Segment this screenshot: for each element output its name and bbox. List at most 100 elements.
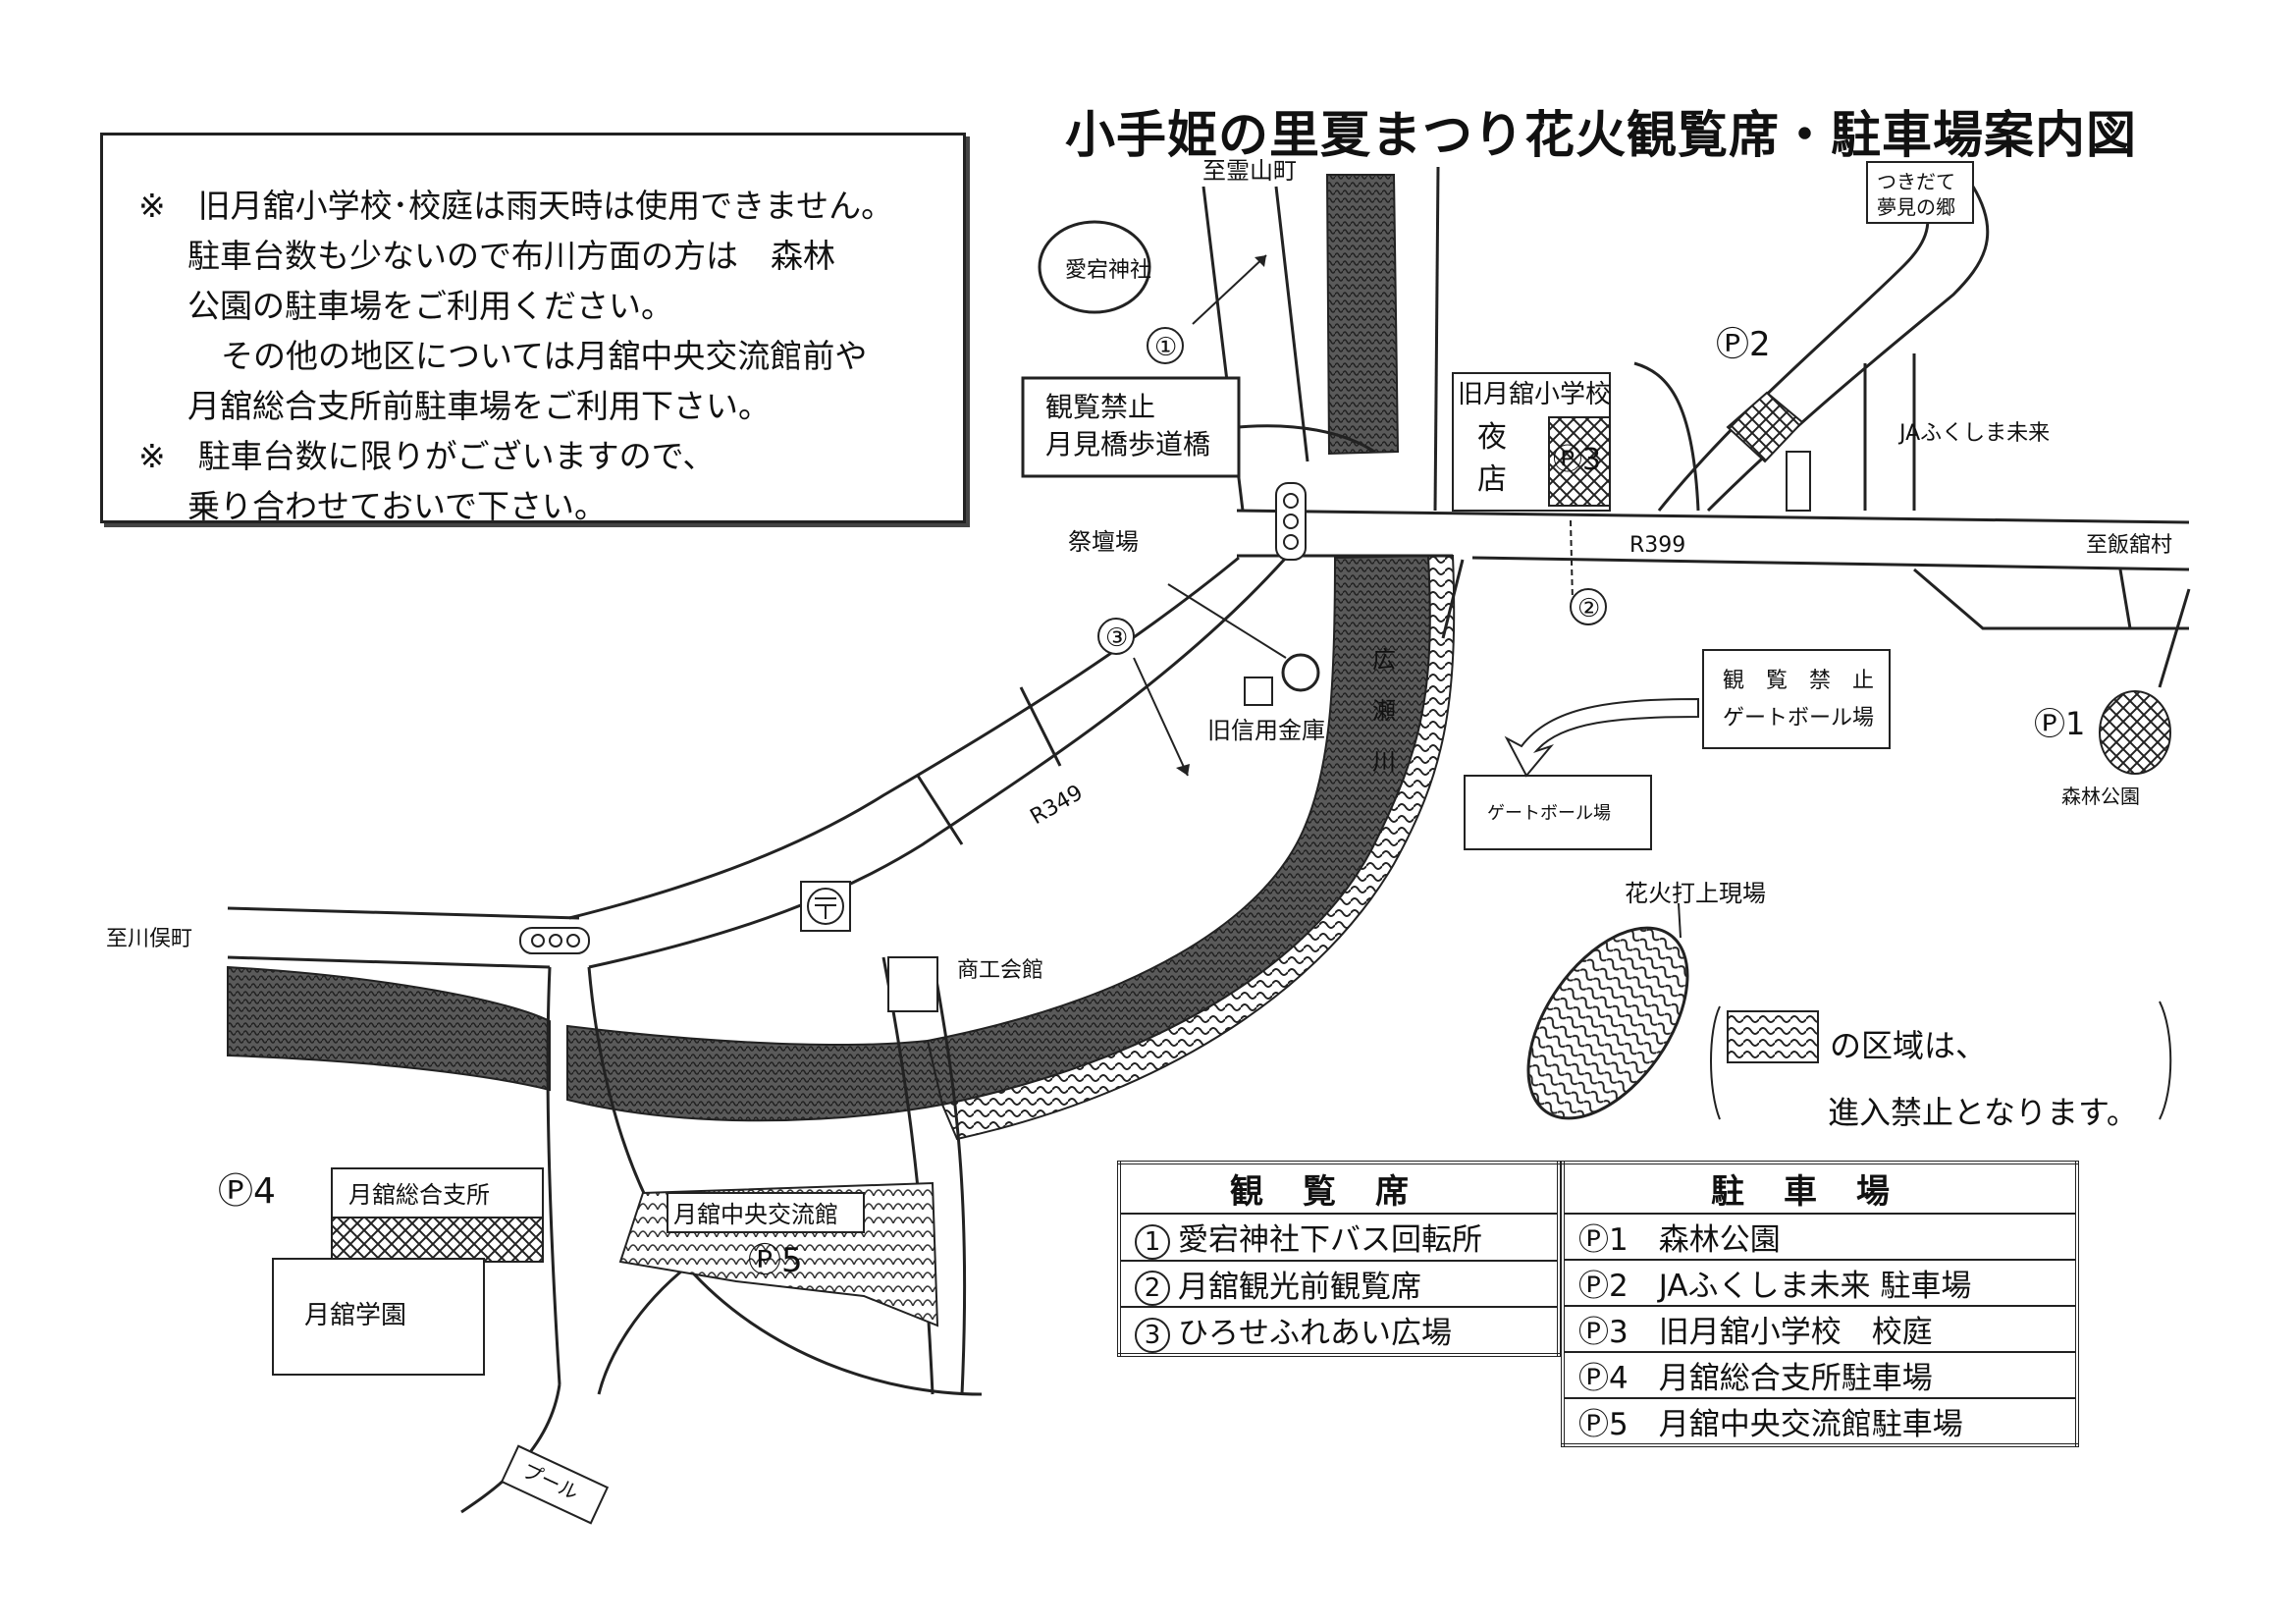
- parking-label-1: 森林公園: [1658, 1222, 1781, 1258]
- legend-text-1: の区域は、: [1830, 1027, 1988, 1064]
- gateball-label: ゲートボール場: [1487, 803, 1611, 824]
- table-row: Ⓟ4 月舘総合支所駐車場: [1562, 1351, 2078, 1399]
- saidanjo-label: 祭壇場: [1068, 528, 1139, 556]
- shoko-kaikan-label: 商工会館: [957, 958, 1043, 983]
- seat-label-2: 月舘観光前観覧席: [1178, 1269, 1421, 1305]
- r349-label: R349: [1027, 781, 1088, 830]
- tsukidate-yume-box: [1866, 161, 1974, 224]
- parking-label-4: 月舘総合支所駐車場: [1658, 1361, 1933, 1396]
- shoko-kaikan-building: [887, 956, 938, 1012]
- atago-shrine-label: 愛宕神社: [1065, 258, 1151, 283]
- r399-label: R399: [1629, 533, 1685, 558]
- seat-num-1: 1: [1135, 1223, 1170, 1260]
- chuo-koryukan-label: 月舘中央交流館: [673, 1201, 838, 1228]
- notice-line-2: 駐車台数も少ないので布川方面の方は 森林: [187, 237, 835, 275]
- seat2-marker: [1570, 588, 1607, 625]
- ja-label: JAふくしま未来: [1897, 421, 2050, 446]
- stalls-label-2: 店: [1477, 462, 1507, 497]
- to-kawamata-label: 至川俣町: [106, 927, 192, 951]
- shinrin-koen-label: 森林公園: [2061, 785, 2140, 808]
- no-view-gateball-label-1: 観 覧 禁 止: [1723, 669, 1874, 693]
- seat3-number: ③: [1105, 623, 1128, 653]
- seat1-marker: [1147, 327, 1184, 364]
- tsukidate-yume-label-1: つきだて: [1877, 170, 1955, 193]
- seats-table-header: 観覧席: [1118, 1162, 1560, 1215]
- table-row: Ⓟ1 森林公園: [1562, 1213, 2078, 1261]
- table-row: Ⓟ2 JAふくしま未来 駐車場: [1562, 1259, 2078, 1307]
- tsukidate-gakuen-building: [272, 1258, 485, 1376]
- seat-label-1: 愛宕神社下バス回転所: [1178, 1222, 1482, 1258]
- river-hirose: [926, 554, 1431, 1107]
- post-office-icon: [800, 881, 851, 932]
- seat1-arrow: [1192, 254, 1267, 325]
- hirose-river-label-1: 広: [1372, 646, 1396, 674]
- notice-line-3: 公園の駐車場をご利用ください。: [187, 287, 673, 325]
- chuo-koryukan-label-box: [667, 1192, 865, 1233]
- no-view-gateball-box: [1702, 649, 1891, 749]
- parking-table-header: 駐車場: [1562, 1162, 2078, 1215]
- fireworks-pointer: [1678, 902, 1682, 939]
- hirose-river-label-3: 川: [1372, 748, 1396, 776]
- river-middle: [566, 1024, 944, 1122]
- old-shinkin-building: [1244, 677, 1273, 706]
- parking-num-3: Ⓟ3: [1578, 1315, 1629, 1350]
- parking-num-4: Ⓟ4: [1578, 1361, 1629, 1396]
- p1-label: Ⓟ1: [2034, 705, 2085, 742]
- p1-area: [2099, 690, 2171, 775]
- seat2-pointer: [1570, 519, 1574, 602]
- river-upper: [1325, 174, 1400, 456]
- parking-label-5: 月舘中央交流館駐車場: [1658, 1407, 1963, 1442]
- p2-label: Ⓟ2: [1716, 325, 1771, 364]
- hirose-river-label-2: 瀬: [1372, 697, 1396, 725]
- parking-label-2: JAふくしま未来 駐車場: [1658, 1269, 1972, 1304]
- seat-label-3: ひろせふれあい広場: [1178, 1316, 1452, 1351]
- parking-num-5: Ⓟ5: [1578, 1407, 1629, 1442]
- to-iitate-label: 至飯舘村: [2086, 533, 2172, 558]
- stalls-label-1: 夜: [1477, 420, 1507, 455]
- p5-label: Ⓟ5: [748, 1241, 803, 1280]
- atago-shrine-marker: [1038, 220, 1151, 314]
- sogo-shisho-label: 月舘総合支所: [348, 1181, 490, 1209]
- parking-label-3: 旧月舘小学校 校庭: [1658, 1315, 1933, 1350]
- seat2-number: ②: [1577, 594, 1600, 623]
- tsukidate-gakuen-label: 月舘学園: [304, 1301, 406, 1330]
- old-shinkin-label: 旧信用金庫: [1207, 717, 1325, 744]
- p3-label: Ⓟ3: [1553, 443, 1601, 477]
- saidan-pointer: [1167, 583, 1287, 659]
- seat1-arrowhead: [1255, 255, 1266, 267]
- notice-line-1: ※ 旧月舘小学校･校庭は雨天時は使用できません。: [138, 187, 894, 225]
- traffic-light-icon: [1275, 482, 1307, 561]
- p4-area: [331, 1217, 544, 1263]
- parking-num-2: Ⓟ2: [1578, 1269, 1629, 1304]
- parking-num-1: Ⓟ1: [1578, 1222, 1629, 1258]
- seat3-marker: [1097, 618, 1135, 655]
- no-view-bridge-label-1: 観覧禁止: [1045, 391, 1155, 423]
- bridge-label-box: [1021, 376, 1241, 478]
- legend-bracket: [1710, 1001, 2172, 1120]
- to-ryozen-label: 至霊山町: [1202, 157, 1297, 185]
- notice-line-6: ※ 駐車台数に限りがございますので、: [138, 437, 716, 475]
- notice-line-5: 月舘総合支所前駐車場をご利用下さい。: [187, 387, 771, 425]
- tsukidate-yume-label-2: 夢見の郷: [1877, 195, 1955, 219]
- ja-building: [1786, 451, 1811, 512]
- seat3-arrow: [1133, 657, 1189, 777]
- seat-num-2: 2: [1135, 1271, 1170, 1306]
- p3-area: [1548, 416, 1611, 507]
- old-school-label: 旧月舘小学校: [1458, 380, 1611, 409]
- pool-box: [500, 1444, 610, 1525]
- gateball-arrow: [1504, 697, 1699, 778]
- fireworks-site-area: [1526, 926, 1689, 1120]
- notice-line-4: その他の地区については月舘中央交流館前や: [221, 337, 868, 375]
- notice-line-7: 乗り合わせておいで下さい。: [187, 487, 608, 525]
- legend-text-2: 進入禁止となります。: [1828, 1094, 2138, 1131]
- river-west: [227, 965, 551, 1092]
- saidan-marker: [1281, 653, 1320, 692]
- table-row: Ⓟ3 旧月舘小学校 校庭: [1562, 1305, 2078, 1353]
- fireworks-site-label: 花火打上現場: [1625, 880, 1766, 907]
- table-row: Ⓟ5 月舘中央交流館駐車場: [1562, 1397, 2078, 1446]
- no-view-gateball-label-2: ゲートボール場: [1723, 706, 1874, 731]
